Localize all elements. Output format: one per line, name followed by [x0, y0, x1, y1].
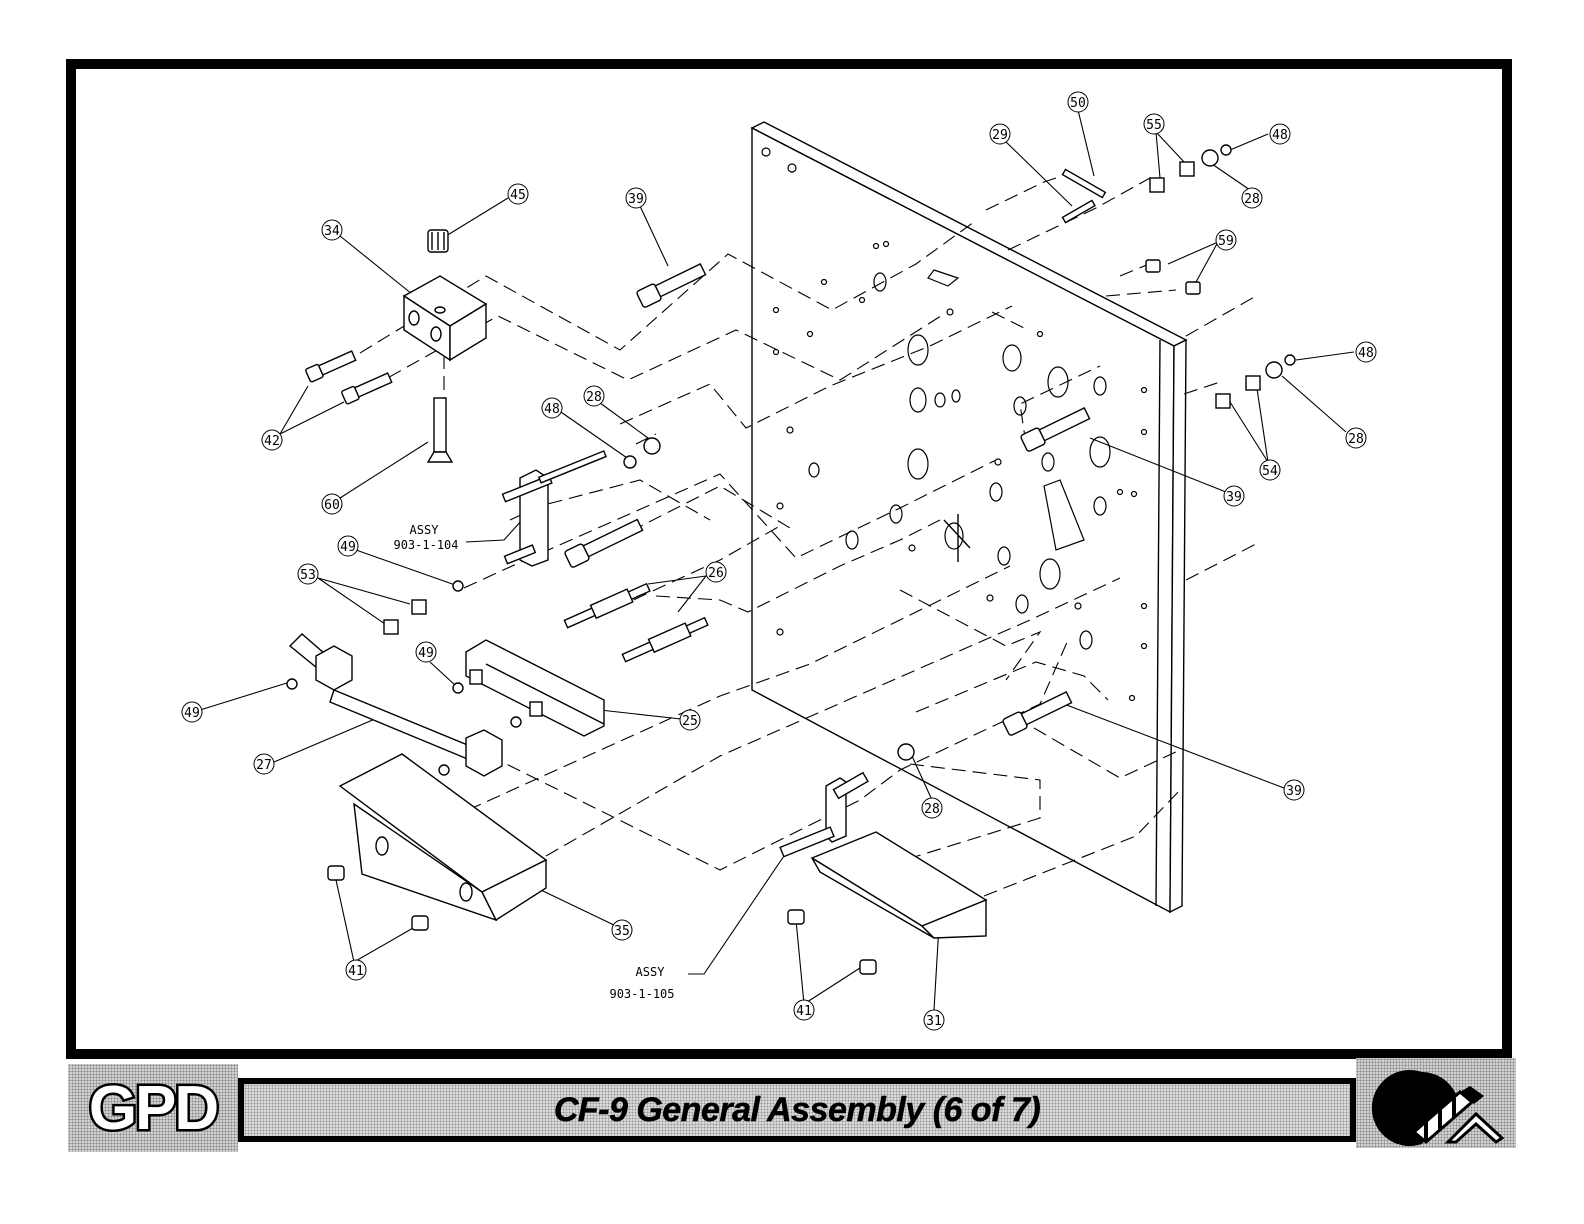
assy-number-2: 903-1-105 [609, 987, 674, 1001]
balloon-49: 49 [338, 536, 358, 556]
assy-label-2: ASSY [636, 965, 666, 979]
balloon-50: 50 [1068, 92, 1088, 112]
balloon-49: 49 [416, 642, 436, 662]
balloon-26: 26 [706, 562, 726, 582]
main-plate [752, 122, 1186, 912]
balloon-39: 39 [1284, 780, 1304, 800]
svg-text:27: 27 [256, 758, 272, 773]
balloon-29: 29 [990, 124, 1010, 144]
balloon-55: 55 [1144, 114, 1164, 134]
balloon-54: 54 [1260, 460, 1280, 480]
balloon-28: 28 [1242, 188, 1262, 208]
svg-text:34: 34 [324, 224, 340, 239]
balloon-39: 39 [626, 188, 646, 208]
svg-text:49: 49 [340, 540, 356, 555]
balloon-48: 48 [542, 398, 562, 418]
balloon-27: 27 [254, 754, 274, 774]
balloon-59: 59 [1216, 230, 1236, 250]
balloon-53: 53 [298, 564, 318, 584]
logo-text: GPD [89, 1073, 217, 1144]
assy-label-1: ASSY [410, 523, 440, 537]
svg-text:41: 41 [796, 1004, 812, 1019]
svg-text:25: 25 [682, 714, 698, 729]
svg-text:28: 28 [1244, 192, 1260, 207]
balloon-28: 28 [922, 798, 942, 818]
balloon-39: 39 [1224, 486, 1244, 506]
svg-text:28: 28 [586, 390, 602, 405]
svg-text:53: 53 [300, 568, 316, 583]
svg-text:48: 48 [1358, 346, 1374, 361]
balloon-60: 60 [322, 494, 342, 514]
svg-text:39: 39 [628, 192, 644, 207]
svg-text:60: 60 [324, 498, 340, 513]
balloon-45: 45 [508, 184, 528, 204]
svg-text:55: 55 [1146, 118, 1162, 133]
svg-text:50: 50 [1070, 96, 1086, 111]
svg-text:28: 28 [1348, 432, 1364, 447]
svg-text:35: 35 [614, 924, 630, 939]
svg-text:29: 29 [992, 128, 1008, 143]
balloon-48: 48 [1270, 124, 1290, 144]
assy-number-1: 903-1-104 [393, 538, 458, 552]
balloon-34: 34 [322, 220, 342, 240]
balloon-31: 31 [924, 1010, 944, 1030]
svg-text:42: 42 [264, 434, 280, 449]
svg-text:39: 39 [1226, 490, 1242, 505]
title-bar: CF-9 General Assembly (6 of 7) [238, 1078, 1356, 1142]
drawing-title: CF-9 General Assembly (6 of 7) [554, 1091, 1040, 1130]
balloon-25: 25 [680, 710, 700, 730]
balloon-49: 49 [182, 702, 202, 722]
svg-text:48: 48 [544, 402, 560, 417]
balloon-48: 48 [1356, 342, 1376, 362]
svg-text:59: 59 [1218, 234, 1234, 249]
balloon-28: 28 [1346, 428, 1366, 448]
balloon-35: 35 [612, 920, 632, 940]
emblem-box [1356, 1058, 1516, 1148]
svg-text:26: 26 [708, 566, 724, 581]
svg-text:49: 49 [184, 706, 200, 721]
company-emblem-icon [1356, 1058, 1516, 1148]
svg-text:41: 41 [348, 964, 364, 979]
svg-text:45: 45 [510, 188, 526, 203]
svg-text:49: 49 [418, 646, 434, 661]
company-logo: GPD [68, 1064, 238, 1152]
svg-text:54: 54 [1262, 464, 1278, 479]
balloon-28: 28 [584, 386, 604, 406]
svg-text:39: 39 [1286, 784, 1302, 799]
svg-text:31: 31 [926, 1014, 942, 1029]
svg-text:28: 28 [924, 802, 940, 817]
balloon-42: 42 [262, 430, 282, 450]
svg-text:48: 48 [1272, 128, 1288, 143]
balloon-41: 41 [346, 960, 366, 980]
balloon-41: 41 [794, 1000, 814, 1020]
